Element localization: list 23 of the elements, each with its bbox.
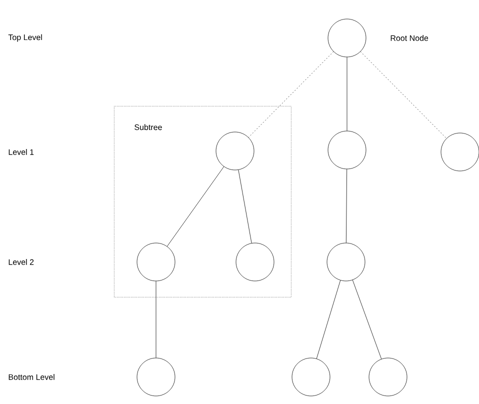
tree-edge (248, 51, 334, 138)
level-label: Level 1 (8, 149, 34, 155)
tree-edge (238, 170, 252, 244)
tree-edge (360, 51, 447, 139)
node-label: Root Node (390, 35, 428, 41)
level-label: Level 2 (8, 259, 34, 265)
tree-node-circle (136, 242, 176, 282)
tree-node-circle (236, 242, 274, 282)
tree-edge (346, 169, 348, 243)
level-label: Bottom Level (8, 374, 54, 380)
tree-edge (346, 56, 348, 131)
level-label: Top Level (8, 34, 42, 42)
tree-node-circle (216, 132, 254, 170)
tree-edge (166, 166, 224, 247)
subtree-box: Subtree (114, 106, 292, 298)
tree-node-circle (136, 358, 176, 396)
tree-node-circle (328, 18, 366, 58)
tree-edge (316, 280, 341, 359)
tree-node-circle (292, 358, 330, 396)
tree-edge (352, 280, 382, 360)
tree-node-circle (326, 242, 366, 282)
tree-node-circle (328, 130, 366, 170)
tree-node-circle (368, 358, 408, 396)
